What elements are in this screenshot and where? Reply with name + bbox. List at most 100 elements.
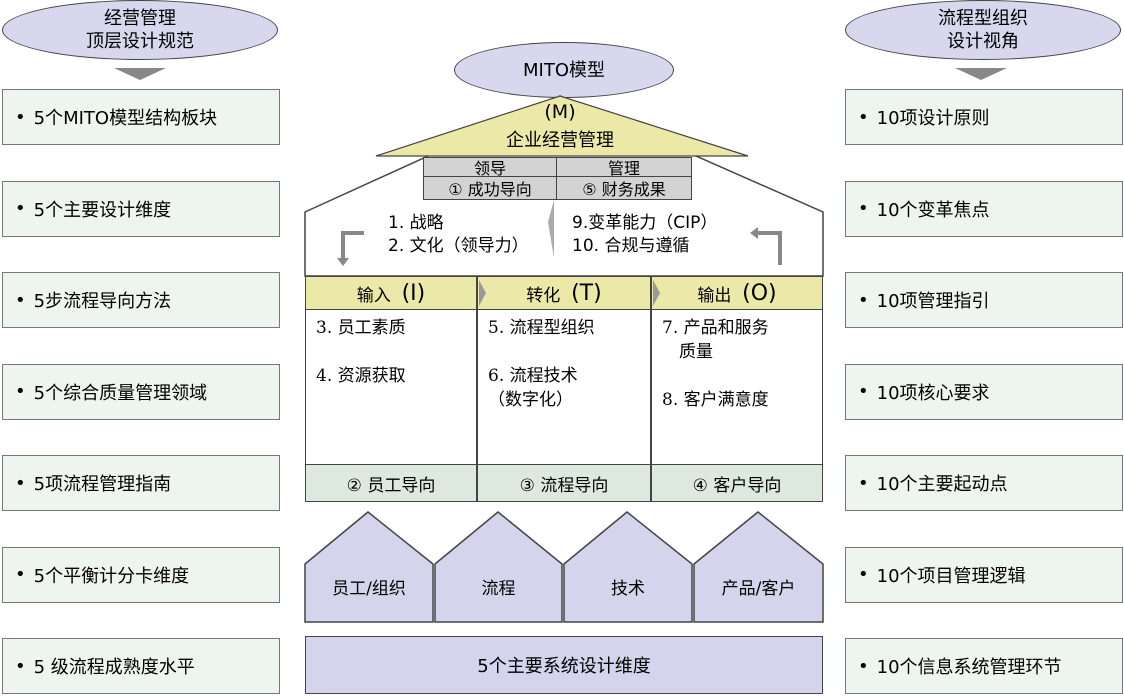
left-item-label: 5个主要设计维度: [33, 199, 172, 221]
right-item-7: •10个信息系统管理环节: [845, 638, 1123, 694]
right-item-5: •10个主要起动点: [845, 455, 1123, 511]
left-corner-arrow: [341, 231, 364, 262]
house-shape-2: [434, 511, 563, 623]
house-shape-4: [693, 511, 824, 623]
left-item-label: 5个平衡计分卡维度: [33, 565, 190, 587]
bullet-icon: •: [858, 381, 869, 402]
house-label-process: 流程: [481, 578, 516, 599]
column-head-input-label: 输入: [356, 285, 391, 306]
roof-left-item-1: 1. 战略: [388, 213, 444, 233]
column-body-input-line-1: 3. 员工素质: [316, 318, 406, 338]
right-item-4: •10项核心要求: [845, 363, 1123, 420]
bullet-icon: •: [15, 198, 26, 219]
manage-item: ⑤ 财务成果: [582, 180, 666, 199]
manage-title: 管理: [607, 159, 640, 178]
left-header-arrow: [114, 68, 166, 80]
roof-right-item-2: 10. 合规与遵循: [572, 236, 690, 256]
column-body-transform-line-4: （数字化）: [488, 390, 573, 410]
roof-right-list: 9.变革能力（CIP） 10. 合规与遵循: [572, 212, 717, 258]
bullet-icon: •: [15, 655, 26, 677]
column-body-output-line-1: 7. 产品和服务: [662, 318, 769, 338]
left-item-label: 5 级流程成熟度水平: [33, 657, 195, 678]
roof-left-item-2: 2. 文化（领导力）: [388, 236, 529, 256]
mito-header-ellipse: MITO模型: [454, 42, 674, 98]
left-item-label: 5个MITO模型结构板块: [33, 108, 218, 129]
roof-right-item-1: 9.变革能力（CIP）: [572, 213, 718, 233]
right-item-label: 10项设计原则: [876, 108, 990, 129]
lead-title: 领导: [473, 159, 506, 178]
bullet-icon: •: [15, 106, 26, 128]
bullet-icon: •: [858, 289, 869, 311]
right-corner-arrow-head: [750, 227, 758, 239]
house-shape-3: [563, 511, 693, 623]
left-item-6: •5个平衡计分卡维度: [2, 546, 280, 603]
right-corner-arrow: [757, 231, 782, 265]
column-body-input-line-2: [316, 340, 466, 364]
left-item-4: • 5个综合质量管理领域: [2, 363, 280, 420]
flow-arrow-1: [479, 280, 486, 306]
left-item-2: • 5个主要设计维度: [2, 180, 280, 237]
left-item-3: •5步流程导向方法: [2, 272, 280, 328]
house-label-staff: 员工/组织: [332, 578, 406, 599]
left-item-1: • 5个MITO模型结构板块: [2, 89, 280, 145]
left-header-line2: 顶层设计规范: [86, 31, 194, 52]
roof-triangle: [375, 95, 749, 157]
lead-header-cell: 领导: [423, 157, 557, 178]
column-head-output: 输出 (O): [651, 276, 823, 310]
column-head-output-letter: (O): [742, 280, 777, 306]
right-item-3: • 10项管理指引: [845, 272, 1123, 328]
column-foot-output: ④ 客户导向: [651, 464, 823, 502]
bullet-icon: •: [858, 198, 869, 219]
mito-header-label: MITO模型: [522, 59, 605, 81]
left-corner-arrow-head: [337, 258, 349, 266]
left-item-7: • 5 级流程成熟度水平: [2, 638, 280, 694]
roof-m-label: (M): [544, 101, 576, 123]
column-head-output-label: 输出: [697, 285, 732, 306]
bullet-icon: •: [15, 381, 26, 402]
left-item-label: 5步流程导向方法: [33, 291, 172, 312]
base-bar: 5个主要系统设计维度: [305, 636, 823, 694]
left-item-5: • 5项流程管理指南: [2, 455, 280, 511]
column-body-transform-line-1: 5. 流程型组织: [488, 318, 595, 338]
right-header-line2: 设计视角: [947, 31, 1019, 52]
column-foot-input: ② 员工导向: [305, 464, 477, 502]
roof-left-list: 1. 战略 2. 文化（领导力）: [388, 212, 529, 258]
column-body-output-line-4: 8. 客户满意度: [662, 390, 769, 410]
column-body-input-line-3: 4. 资源获取: [316, 366, 406, 386]
column-head-input-letter: (I): [401, 280, 426, 306]
left-header-line1: 经营管理: [104, 8, 176, 29]
manage-item-cell: ⑤ 财务成果: [556, 176, 692, 200]
right-item-label: 10项管理指引: [876, 291, 990, 312]
column-body-output-line-2: 质量: [662, 342, 713, 362]
column-body-output: 7. 产品和服务 质量 8. 客户满意度: [651, 309, 823, 465]
manage-header-cell: 管理: [556, 157, 692, 178]
right-header-line1: 流程型组织: [938, 8, 1028, 29]
right-item-label: 10个主要起动点: [876, 474, 1008, 495]
left-item-label: 5个综合质量管理领域: [33, 382, 208, 404]
column-foot-transform: ③ 流程导向: [477, 464, 651, 502]
right-header-arrow: [955, 68, 1007, 80]
column-body-transform: 5. 流程型组织 6. 流程技术 （数字化）: [477, 309, 651, 465]
left-item-label: 5项流程管理指南: [33, 474, 172, 495]
right-item-label: 10个项目管理逻辑: [876, 565, 1026, 587]
column-head-transform: 转化 (T): [477, 276, 651, 310]
house-shape-1: [304, 511, 434, 623]
column-body-transform-line-3: 6. 流程技术: [488, 366, 578, 386]
right-item-6: • 10个项目管理逻辑: [845, 546, 1123, 603]
column-body-input: 3. 员工素质 4. 资源获取: [305, 309, 477, 465]
roof-m-title: 企业经营管理: [506, 130, 614, 151]
base-label: 5个主要系统设计维度: [477, 656, 651, 677]
right-header-ellipse: 流程型组织 设计视角: [845, 0, 1121, 60]
column-body-output-line-3: [662, 364, 812, 388]
right-item-1: • 10项设计原则: [845, 89, 1123, 145]
column-head-transform-letter: (T): [571, 280, 602, 306]
bullet-icon: •: [858, 564, 869, 585]
bullet-icon: •: [858, 106, 869, 128]
house-label-product: 产品/客户: [721, 578, 796, 599]
bullet-icon: •: [858, 655, 869, 677]
roof-divider: [548, 200, 554, 258]
flow-arrow-2: [653, 280, 660, 306]
bullet-icon: •: [15, 472, 26, 494]
right-item-label: 10个变革焦点: [876, 199, 990, 221]
house-label-technology: 技术: [611, 578, 645, 599]
